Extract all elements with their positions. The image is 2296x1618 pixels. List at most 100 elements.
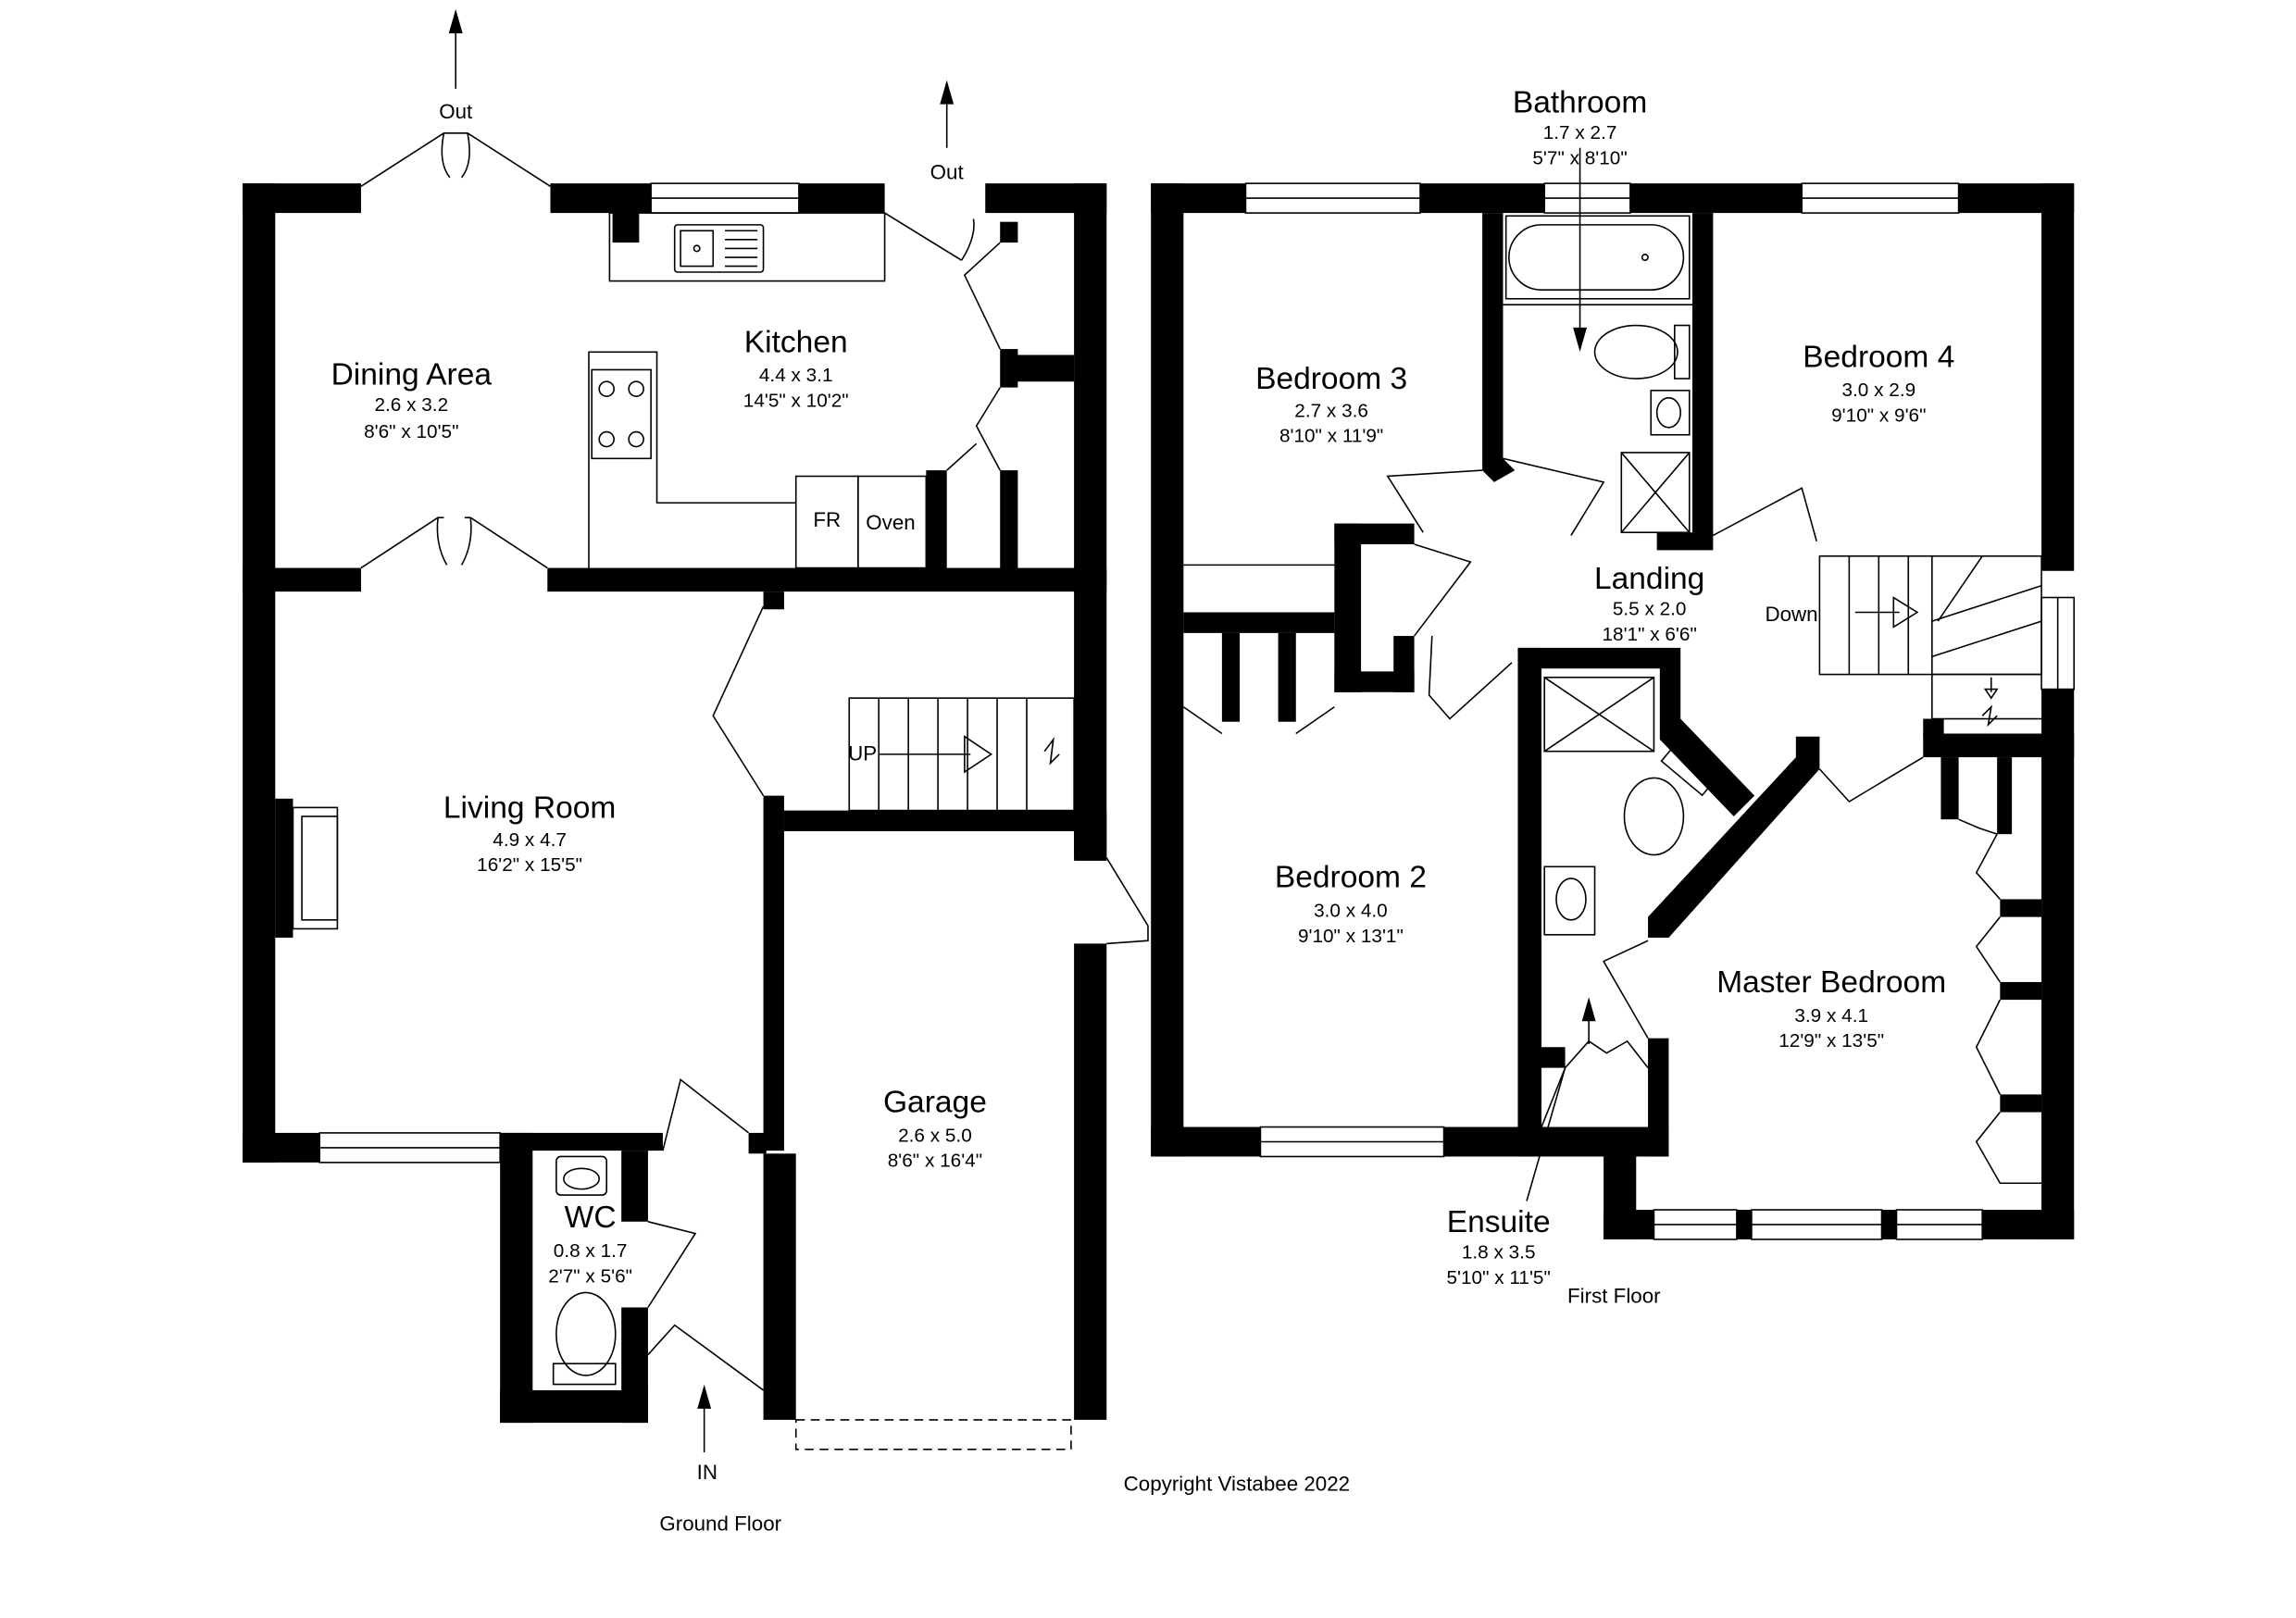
- stair-tread: [1937, 555, 1983, 622]
- door-swing: [460, 517, 472, 566]
- first-floor: [1151, 183, 2075, 1239]
- wall: [1012, 355, 1075, 382]
- hob-icon: [591, 368, 652, 460]
- wall: [1997, 757, 2013, 835]
- room-name-bedroom4: Bedroom 4: [1803, 340, 1954, 374]
- room-metric-landing: 5.5 x 2.0: [1613, 599, 1687, 620]
- wall: [1074, 183, 1107, 858]
- room-imperial-kitchen: 14'5" x 10'2": [743, 390, 849, 411]
- room-imperial-living: 16'2" x 15'5": [477, 854, 582, 876]
- master-door: [1818, 756, 1924, 803]
- toilet-icon: [1593, 324, 1678, 380]
- wall: [1151, 183, 1184, 1157]
- stairs-up-label: UP: [848, 741, 877, 765]
- room-name-bathroom: Bathroom: [1513, 85, 1647, 119]
- sink-drain: [693, 244, 701, 253]
- stairs: [1818, 554, 2042, 676]
- cupboard-door: [963, 242, 1001, 350]
- wall: [275, 798, 293, 939]
- wall: [621, 1151, 648, 1222]
- stair-arrow-head: [964, 735, 993, 774]
- fridge-label: FR: [813, 508, 841, 531]
- bedroom4-door: [1712, 487, 1817, 542]
- wall: [2000, 1094, 2042, 1113]
- pointer-line: [1526, 1067, 1566, 1201]
- wall: [798, 183, 885, 214]
- out-label: Out: [930, 160, 965, 183]
- oven-unit: [857, 475, 928, 569]
- toilet-icon: [1623, 777, 1685, 856]
- room-imperial-bedroom3: 8'10" x 11'9": [1279, 426, 1383, 447]
- room-metric-living: 4.9 x 4.7: [493, 829, 567, 851]
- room-metric-wc: 0.8 x 1.7: [554, 1240, 628, 1262]
- wall: [243, 1132, 320, 1163]
- wall: [1648, 1038, 1669, 1157]
- wall: [1221, 632, 1241, 722]
- bath-icon: [1504, 215, 1691, 300]
- wall: [500, 1389, 648, 1424]
- wall: [1603, 1210, 1654, 1239]
- wall: [1940, 757, 1959, 820]
- door-swing: [460, 132, 470, 179]
- front-door: [647, 1324, 765, 1391]
- wall: [1629, 183, 1803, 214]
- living-door: [712, 605, 765, 797]
- wall: [2000, 981, 2042, 1001]
- wardrobe-door: [1975, 999, 2002, 1095]
- hob-ring: [598, 430, 615, 448]
- closet-door: [1413, 543, 1472, 637]
- wall: [1923, 733, 2075, 758]
- bedroom3-door: [1386, 469, 1483, 533]
- bay-door: [360, 132, 456, 187]
- wall: [2041, 183, 2075, 571]
- wc-door: [647, 1221, 697, 1308]
- wall: [1736, 1210, 1752, 1239]
- wall: [1517, 1126, 1669, 1157]
- room-imperial-wc: 2'7" x 5'6": [548, 1265, 632, 1287]
- wall: [763, 795, 784, 1151]
- room-imperial-garage: 8'6" x 16'4": [888, 1151, 982, 1172]
- wall: [1443, 1126, 1542, 1157]
- floor-title-first: First Floor: [1567, 1285, 1661, 1308]
- room-imperial-dining: 8'6" x 10'5": [364, 421, 458, 442]
- wardrobe-door: [1975, 1112, 2042, 1185]
- out-arrow-head: [940, 80, 955, 105]
- toilet-cistern: [552, 1363, 617, 1386]
- basin-bowl: [1655, 397, 1682, 429]
- bedroom2-door: [1428, 636, 1513, 720]
- closet-door: [1295, 706, 1335, 735]
- wall: [1278, 632, 1296, 722]
- room-metric-bedroom2: 3.0 x 4.0: [1314, 901, 1388, 922]
- pointer-head: [1573, 327, 1588, 352]
- wall: [1881, 1210, 1897, 1239]
- wall: [1151, 1126, 1261, 1157]
- stairs-down-label: Down: [1765, 603, 1817, 626]
- bathroom-door: [1503, 457, 1605, 536]
- out-arrow-head: [448, 8, 463, 33]
- bath-drain: [1641, 254, 1649, 262]
- wall: [748, 1132, 767, 1154]
- wall: [1482, 213, 1516, 482]
- wall: [1074, 943, 1107, 1420]
- room-metric-ensuite: 1.8 x 3.5: [1462, 1242, 1536, 1263]
- fireplace-icon: [292, 806, 339, 930]
- stair-break: [1981, 704, 1998, 728]
- cupboard-door: [975, 387, 1001, 471]
- bay-door: [455, 132, 551, 187]
- bath-tub: [1508, 224, 1685, 291]
- stair-break: [1043, 737, 1060, 765]
- wall: [500, 1132, 663, 1151]
- basin-icon: [1543, 865, 1596, 936]
- basin-icon: [555, 1155, 608, 1196]
- room-name-dining: Dining Area: [331, 357, 493, 392]
- wall: [500, 1132, 533, 1424]
- in-arrow-head: [697, 1384, 712, 1409]
- room-metric-bedroom4: 3.0 x 2.9: [1841, 380, 1915, 401]
- wardrobe-door: [1975, 916, 2002, 983]
- shower-line: [1543, 677, 1654, 753]
- wall: [1691, 213, 1714, 536]
- toilet-cistern: [1660, 741, 1719, 797]
- wall: [2041, 736, 2075, 1239]
- toilet-cistern: [1674, 324, 1691, 380]
